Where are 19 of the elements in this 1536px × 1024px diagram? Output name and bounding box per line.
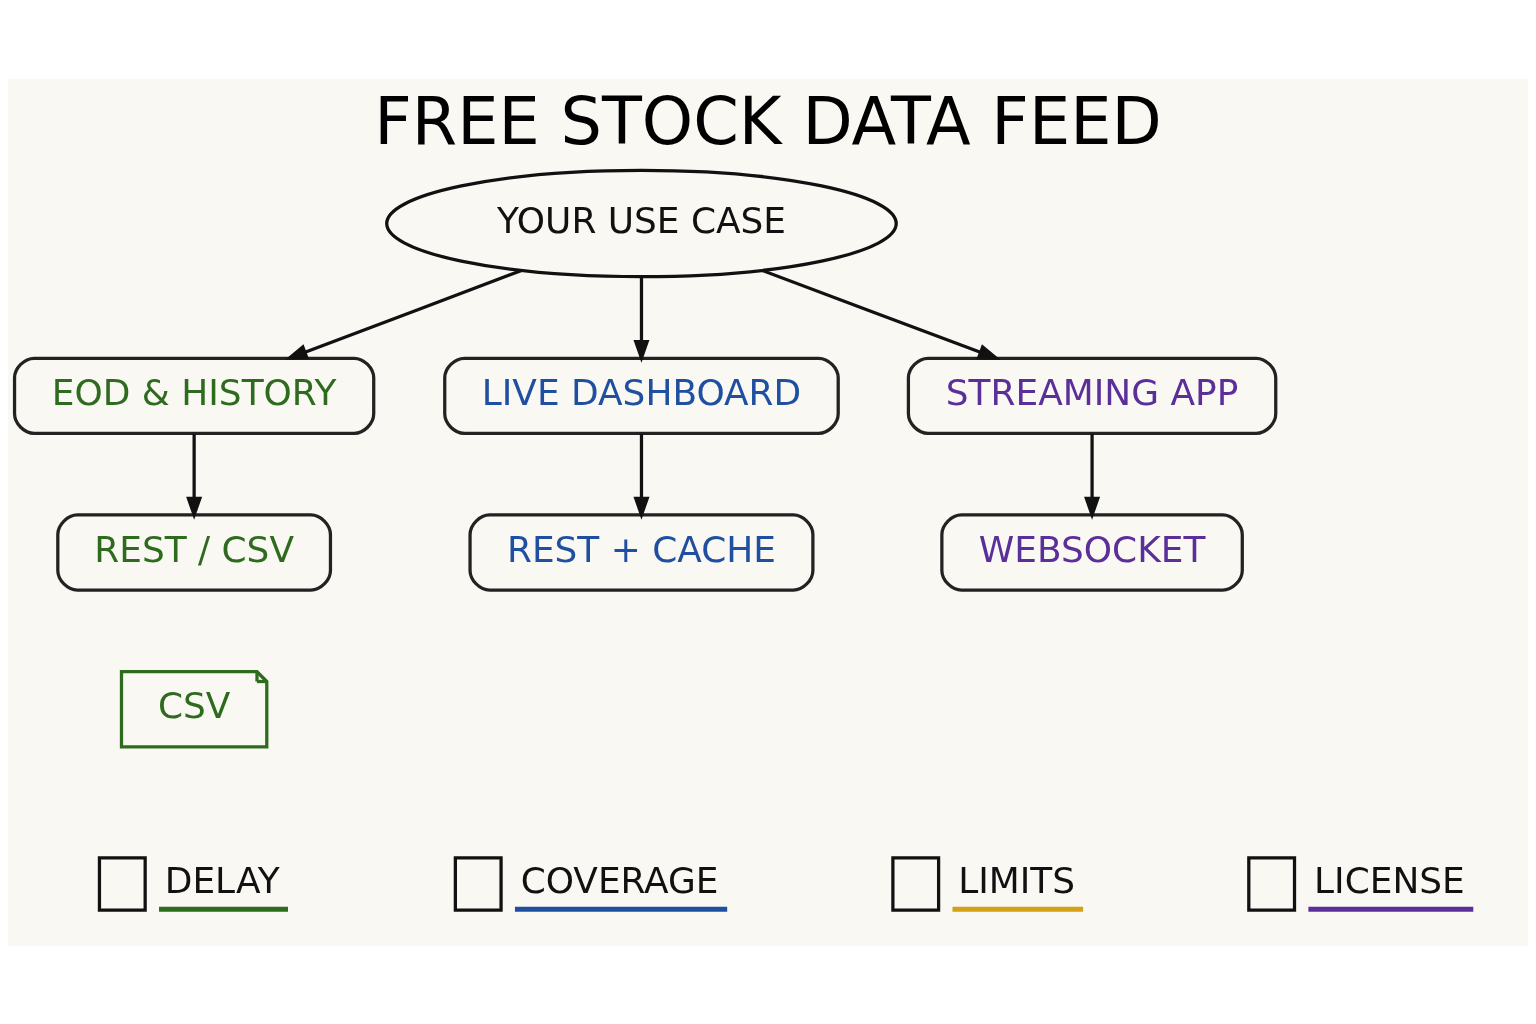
- node-box: STREAMING APP: [906, 356, 1278, 435]
- arrow: [284, 268, 523, 360]
- node-box: EOD & HISTORY: [12, 356, 376, 435]
- node-box: WEBSOCKET: [940, 512, 1244, 592]
- arrow: [186, 433, 203, 520]
- arrow: [1084, 433, 1101, 520]
- label: CSV: [157, 684, 231, 726]
- node-ellipse: YOUR USE CASE: [385, 168, 898, 278]
- label: LICENSE: [1314, 859, 1465, 901]
- arrow: [633, 276, 650, 363]
- node-box: REST + CACHE: [468, 512, 815, 592]
- node-box: REST / CSV: [56, 512, 333, 592]
- label: LIMITS: [958, 859, 1076, 901]
- label: COVERAGE: [520, 859, 719, 901]
- arrow: [633, 433, 650, 520]
- node-box: LIVE DASHBOARD: [443, 356, 840, 435]
- label: DELAY: [164, 859, 280, 901]
- diagram-title: FREE STOCK DATA FEED: [374, 82, 1162, 159]
- arrow: [761, 268, 1001, 360]
